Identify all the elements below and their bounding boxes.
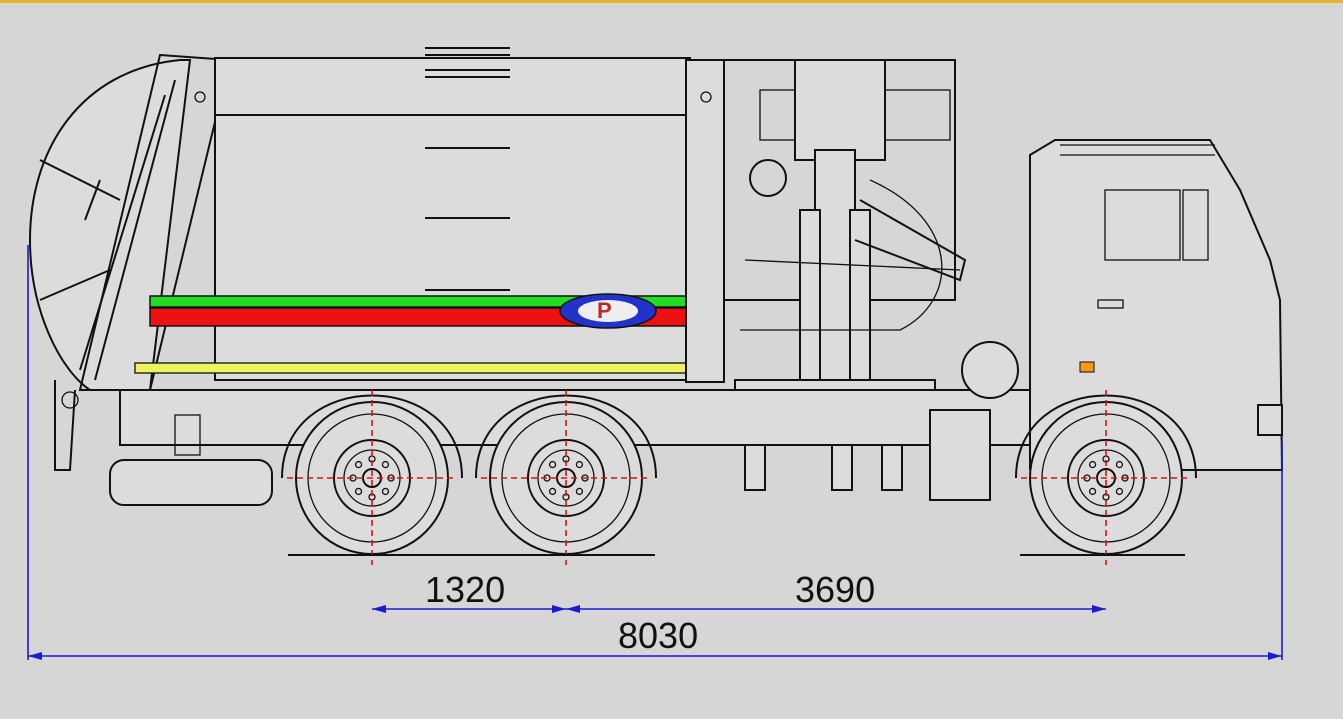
logo-text: P bbox=[597, 298, 612, 323]
wheels bbox=[281, 390, 1197, 565]
side-lifter bbox=[724, 59, 967, 431]
wheel bbox=[281, 390, 463, 565]
top-accent-bar bbox=[0, 0, 1343, 3]
brand-logo: P bbox=[559, 293, 657, 329]
dimension-lines bbox=[27, 245, 1283, 660]
wheel bbox=[1015, 390, 1197, 565]
body-compartment: P bbox=[134, 47, 725, 383]
dimension-8030: 8030 bbox=[618, 615, 698, 656]
yellow-stripe bbox=[134, 362, 691, 374]
dimension-3690: 3690 bbox=[795, 569, 875, 610]
dimension-1320: 1320 bbox=[425, 569, 505, 610]
wheel bbox=[475, 390, 657, 565]
